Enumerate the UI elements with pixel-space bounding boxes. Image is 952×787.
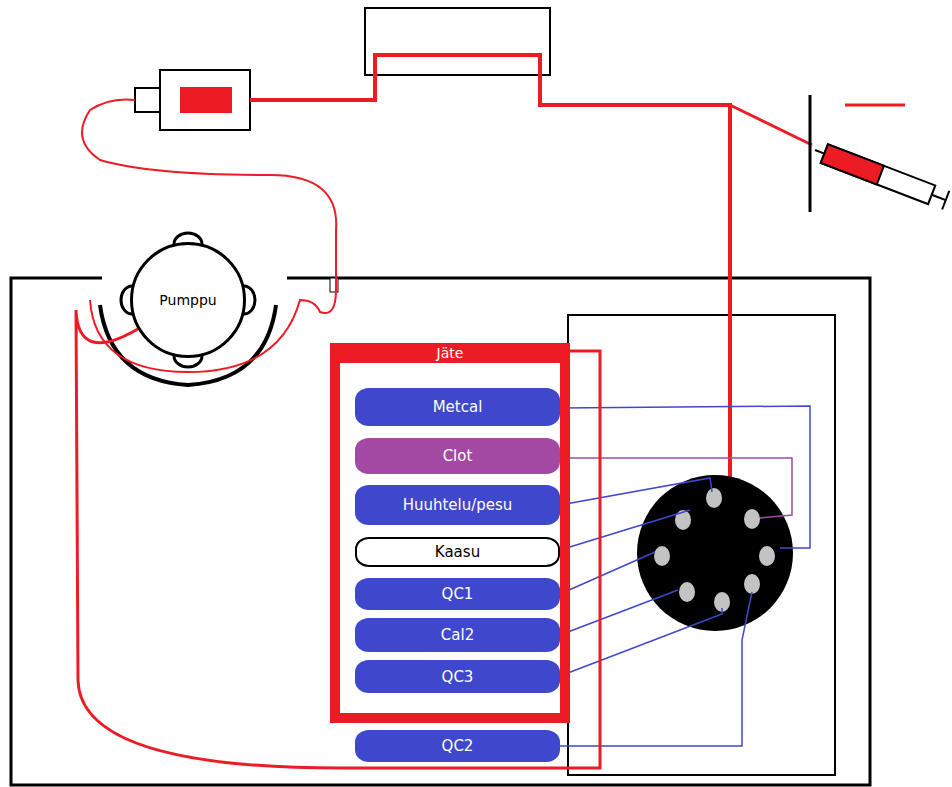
node-label: Clot (443, 447, 473, 465)
sensor-cell (180, 87, 232, 113)
waste-tube (76, 310, 600, 768)
measuring-chamber (365, 8, 550, 75)
pump-tube (82, 99, 336, 372)
reagent-pack: Metcal (355, 388, 560, 426)
valve-port (654, 488, 775, 612)
reagent-pack: Huuhtelu/pesu (355, 485, 560, 525)
septum (809, 95, 812, 212)
node-label: Cal2 (441, 626, 474, 644)
valve-wheel (637, 475, 793, 631)
housing-outline (11, 278, 870, 785)
pump-circle: Pumppu (130, 242, 246, 358)
node-label: QC1 (442, 585, 474, 603)
reagent-pack: Clot (355, 438, 560, 474)
node-label: Kaasu (435, 543, 480, 561)
sample-line (250, 55, 730, 490)
node-label: Metcal (433, 398, 483, 416)
reagent-pack: Cal2 (355, 618, 560, 652)
reagent-pack: QC3 (355, 660, 560, 693)
gas-pack: Kaasu (355, 537, 560, 567)
sensor-block (160, 70, 250, 130)
waste-label: Jäte (340, 344, 560, 362)
valve-panel (568, 315, 835, 775)
reagent-pack: QC1 (355, 578, 560, 610)
reagent-pack: QC2 (355, 730, 560, 762)
node-label: QC2 (442, 737, 474, 755)
reagent-line (560, 406, 810, 746)
waste-frame: JäteMetcalClotHuuhtelu/pesuKaasuQC1Cal2Q… (330, 343, 570, 723)
node-label: Pumppu (159, 292, 216, 308)
clot-line (560, 458, 792, 518)
sensor-connector (135, 88, 160, 112)
tip-mark (845, 104, 905, 107)
node-label: Huuhtelu/pesu (403, 496, 513, 514)
syringe (811, 141, 949, 210)
node-label: QC3 (442, 668, 474, 686)
sample-line (730, 105, 812, 145)
